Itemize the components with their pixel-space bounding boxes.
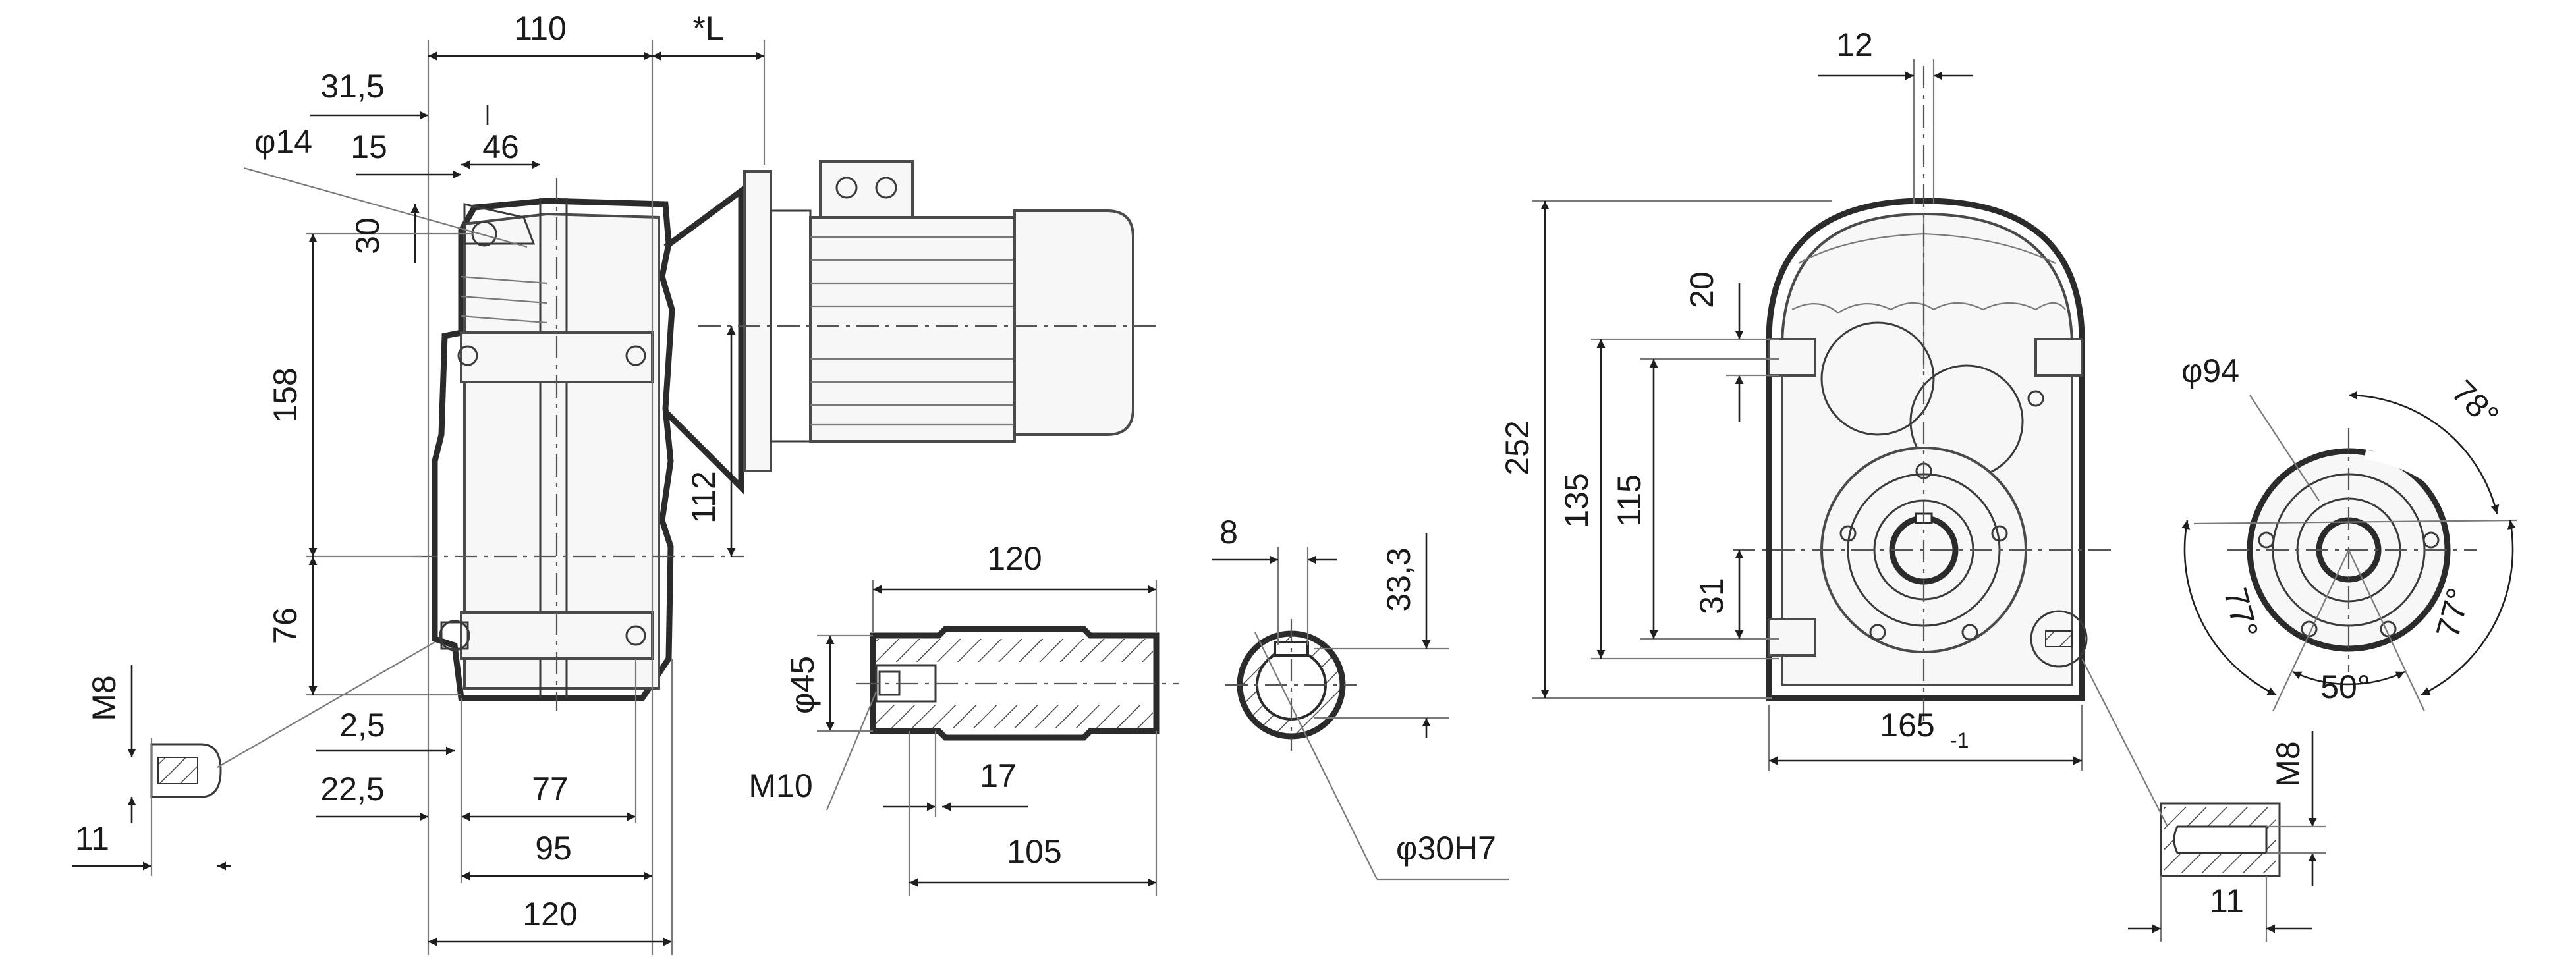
- shaft-labels: 120 φ45 M10 17 105 8 33,3 φ30H7: [748, 514, 1496, 870]
- shaft-dim-phi45: φ45: [784, 656, 821, 714]
- dim-M8: M8: [86, 675, 123, 721]
- front-dim-12: 12: [1836, 26, 1873, 63]
- dim-112: 112: [685, 471, 722, 524]
- side-view-dimensions: [72, 40, 766, 955]
- front-dim-31: 31: [1693, 578, 1730, 614]
- front-view-labels: 12 20 252 135 115 31 165 -1 φ94 78° 77° …: [1499, 26, 2506, 919]
- dim-22-5: 22,5: [320, 771, 384, 807]
- angle-50: 50°: [2320, 668, 2370, 705]
- dim-77: 77: [532, 771, 569, 807]
- shaft-dim-M10: M10: [748, 767, 812, 804]
- front-dim-11: 11: [2210, 883, 2244, 919]
- front-dim-20: 20: [1683, 271, 1720, 308]
- dim-11: 11: [75, 820, 109, 857]
- front-view-dimensions: [1532, 59, 2326, 942]
- dim-2-5: 2,5: [339, 707, 385, 744]
- dim-15: 15: [350, 128, 387, 165]
- front-dim-165-tolerance: -1: [1950, 728, 1969, 752]
- shaft-dim-17: 17: [980, 757, 1017, 794]
- shaft-dim-120: 120: [987, 540, 1042, 577]
- dim-30: 30: [349, 217, 386, 254]
- dim-46: 46: [482, 128, 519, 165]
- dim-31-5: 31,5: [320, 68, 384, 105]
- bore-dim-8: 8: [1219, 514, 1238, 551]
- dim-110: 110: [514, 10, 567, 47]
- flange-end-view: [2181, 391, 2517, 712]
- dim-120: 120: [522, 896, 577, 933]
- front-dim-252: 252: [1499, 420, 1536, 475]
- dim-phi14: φ14: [254, 123, 312, 160]
- dim-L: *L: [692, 10, 723, 47]
- angle-78: 78°: [2444, 373, 2506, 434]
- front-dim-135: 135: [1558, 473, 1595, 528]
- bore-dim-phi30H7: φ30H7: [1396, 830, 1496, 867]
- bore-dim-33-3: 33,3: [1380, 547, 1417, 611]
- shaft-section: [817, 533, 1509, 896]
- dim-76: 76: [267, 607, 304, 644]
- front-view: [1733, 66, 2281, 877]
- side-view: [150, 160, 1160, 798]
- front-dim-115: 115: [1611, 474, 1648, 527]
- gearbox-housing: [432, 198, 675, 701]
- shaft-dim-105: 105: [1007, 833, 1061, 870]
- side-view-labels: 110 *L 31,5 φ14 15 46 30 158 112 76 2,5 …: [75, 10, 724, 933]
- dim-95: 95: [535, 830, 572, 867]
- dim-158: 158: [267, 368, 304, 422]
- front-dim-phi94: φ94: [2181, 352, 2239, 389]
- front-dim-M8: M8: [2270, 741, 2307, 786]
- front-dim-165: 165: [1880, 707, 1934, 744]
